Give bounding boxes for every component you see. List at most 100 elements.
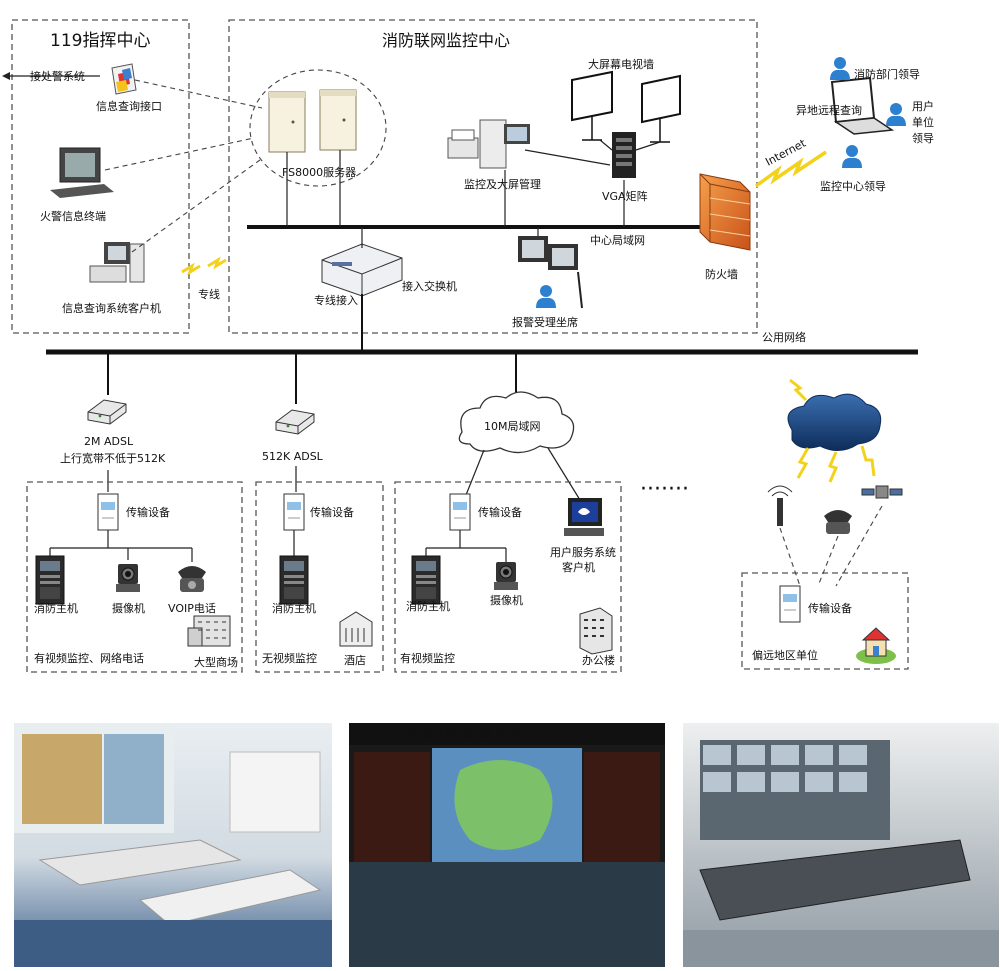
trans4-label: 传输设备 xyxy=(808,601,852,615)
switch-icon xyxy=(321,243,403,297)
lightning-icon xyxy=(754,150,827,188)
info-query-port-label: 信息查询接口 xyxy=(96,99,162,113)
printer-workstation-icon xyxy=(447,119,530,169)
hotel-label: 酒店 xyxy=(344,653,366,667)
trans1-label: 传输设备 xyxy=(126,505,170,519)
big-screen-label: 大屏幕电视墙 xyxy=(588,57,654,71)
host1-label: 消防主机 xyxy=(34,601,78,615)
monitor-center-box xyxy=(228,19,758,334)
phone-icon xyxy=(824,510,852,534)
user-leader-line-1: 用户 xyxy=(912,99,934,113)
firewall-label: 防火墙 xyxy=(705,267,738,281)
arrow-left-icon xyxy=(2,72,10,80)
camera-icon xyxy=(115,563,141,593)
user-leader-line-3: 领导 xyxy=(912,132,934,145)
user-client-icon xyxy=(564,498,604,536)
voip-phone-icon xyxy=(178,566,206,592)
user-client-line-2: 客户机 xyxy=(562,560,595,574)
monitor-screen-label: 监控及大屏管理 xyxy=(464,177,541,191)
info-query-port-icon xyxy=(111,63,137,95)
user-leader-label: 用户 单位 领导 xyxy=(912,99,938,145)
voip-label: VOIP电话 xyxy=(168,602,216,615)
unit1-desc: 有视频监控、网络电话 xyxy=(34,651,144,665)
lightning-icon xyxy=(180,264,202,274)
server-group-ring xyxy=(249,69,387,187)
link-terminal-server xyxy=(104,137,255,171)
person-icon xyxy=(886,103,906,126)
public-net-label: 公用网络 xyxy=(762,330,806,344)
fs8000-label: FS8000服务器 xyxy=(282,166,356,179)
photo-control-room-3 xyxy=(683,723,999,967)
camera-icon xyxy=(493,561,519,591)
photo-control-room-2: 消 防 119 监 测 中 心 xyxy=(349,723,665,967)
dots-label: ······· xyxy=(640,477,689,502)
laptop-icon xyxy=(830,76,895,135)
unit2-desc: 无视频监控 xyxy=(262,651,317,665)
host3-label: 消防主机 xyxy=(406,599,450,613)
cam3-label: 摄像机 xyxy=(490,593,523,607)
office-label: 办公楼 xyxy=(582,653,615,667)
person-icon xyxy=(830,57,850,80)
user-client-line-1: 用户服务系统 xyxy=(550,545,616,559)
user-leader-line-2: 单位 xyxy=(912,115,934,129)
adsl2m-label-2: 上行宽带不低于512K xyxy=(60,451,166,465)
command-center-title: 119指挥中心 xyxy=(50,31,150,51)
remote-query-label: 异地远程查询 xyxy=(796,103,862,117)
monitor-center-title: 消防联网监控中心 xyxy=(382,31,510,50)
tv-wall-icon xyxy=(571,70,681,143)
mall-label: 大型商场 xyxy=(194,655,238,669)
storm-cloud-icon xyxy=(787,393,882,451)
remote-unit-label: 偏远地区单位 xyxy=(752,648,818,662)
zhuanxian-left-label: 专线 xyxy=(198,287,220,301)
unit-box-3 xyxy=(394,481,622,673)
trans3-label: 传输设备 xyxy=(478,505,522,519)
vga-matrix-icon xyxy=(612,132,636,178)
remote-unit-box xyxy=(741,572,909,670)
adsl2m-label-1: 2M ADSL xyxy=(84,435,134,448)
fire-terminal-icon xyxy=(50,147,114,198)
trans2-label: 传输设备 xyxy=(310,505,354,519)
firewall-icon xyxy=(699,173,751,251)
command-center-box xyxy=(11,19,190,334)
link-client-server xyxy=(131,159,261,253)
info-client-label: 信息查询系统客户机 xyxy=(62,301,161,315)
antenna-icon xyxy=(767,485,793,526)
fire-host-icon xyxy=(279,555,309,605)
unit-box-1 xyxy=(26,481,243,673)
lightning-icon xyxy=(789,378,808,402)
photo-control-room-1 xyxy=(14,723,332,967)
internet-label: Internet xyxy=(763,136,808,168)
link-port-server xyxy=(134,79,263,109)
zhuanxian-access-label: 专线接入 xyxy=(314,293,358,307)
house-icon xyxy=(856,627,896,664)
unit3-desc: 有视频监控 xyxy=(400,651,455,665)
alarm-seat-icon xyxy=(518,236,583,309)
transmission-device-icon xyxy=(449,493,471,531)
fire-terminal-label: 火警信息终端 xyxy=(40,209,106,223)
user-client-label: 用户服务系统 客户机 xyxy=(550,545,620,574)
center-lan-label: 中心局域网 xyxy=(590,234,645,247)
transmission-device-icon xyxy=(97,493,119,531)
vga-label: VGA矩阵 xyxy=(602,189,648,203)
fire-leader-label: 消防部门领导 xyxy=(854,67,920,81)
cam1-label: 摄像机 xyxy=(112,601,145,615)
modem-icon xyxy=(87,399,127,425)
office-icon xyxy=(579,607,613,655)
center-leader-label: 监控中心领导 xyxy=(820,179,886,193)
host2-label: 消防主机 xyxy=(272,601,316,615)
lan-cloud-icon xyxy=(458,391,575,454)
transmission-device-icon xyxy=(283,493,305,531)
access-switch-label: 接入交换机 xyxy=(402,279,457,293)
alarm-seat-label: 报警受理坐席 xyxy=(512,315,578,329)
person-icon xyxy=(536,285,556,308)
person-icon xyxy=(842,145,862,168)
lan10m-label: 10M局域网 xyxy=(484,420,541,433)
unit-box-2 xyxy=(255,481,384,673)
server-icon xyxy=(319,89,357,151)
transmission-device-icon xyxy=(779,585,801,623)
server-icon xyxy=(268,91,306,153)
center-banner-text: 消 防 119 监 测 中 心 xyxy=(405,726,523,741)
satellite-icon xyxy=(861,485,903,499)
info-client-icon xyxy=(89,242,145,283)
